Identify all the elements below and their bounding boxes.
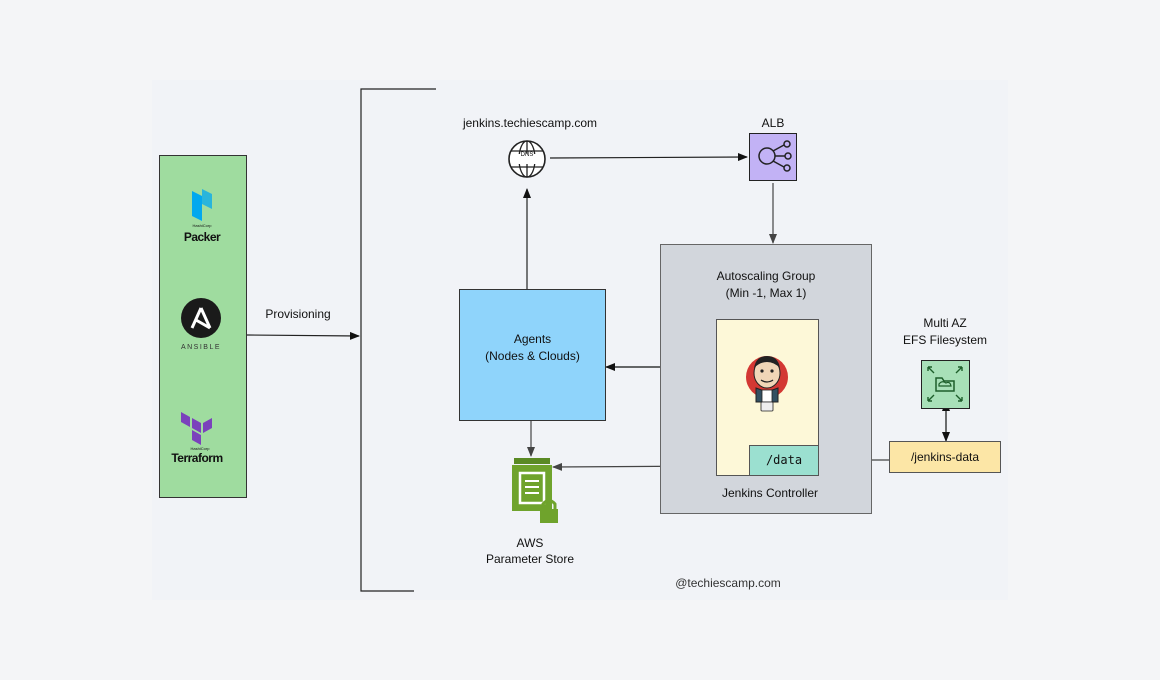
packer-vendor: HashiCorp (192, 223, 212, 228)
dns-icon-text: DNS (520, 152, 534, 158)
load-balancer-icon (758, 140, 792, 172)
dns-to-alb-arrow (549, 153, 748, 162)
agents-title: Agents (513, 332, 552, 346)
jenkins-data-box (889, 441, 1001, 473)
provisioning-label: Provisioning (265, 307, 331, 321)
jenkins-logo-icon (746, 356, 788, 412)
alb-label: ALB (761, 116, 785, 130)
asg-title: Autoscaling Group (716, 269, 816, 283)
terraform-vendor: HashiCorp (190, 446, 210, 451)
agents-box (459, 289, 606, 421)
data-volume-label: /data (765, 453, 803, 467)
dns-label: jenkins.techiescamp.com (462, 116, 598, 130)
efs-icon (921, 360, 970, 409)
efs-title: Multi AZ (923, 316, 967, 330)
packer-name: Packer (183, 230, 221, 244)
alb-box (749, 133, 797, 181)
ansible-logo-icon (181, 298, 221, 338)
parameter-store-icon (512, 458, 558, 523)
param-store-title: AWS (516, 536, 544, 550)
agents-subtitle: (Nodes & Clouds) (485, 349, 580, 363)
jenkins-controller-label: Jenkins Controller (721, 486, 819, 500)
asg-capacity: (Min -1, Max 1) (725, 286, 807, 300)
credit-text: @techiescamp.com (675, 576, 781, 590)
jenkins-data-label: /jenkins-data (910, 450, 980, 464)
terraform-logo-icon (181, 412, 212, 445)
environment-bracket (360, 88, 436, 592)
data-volume-box (749, 445, 819, 476)
provisioning-arrow (246, 331, 360, 340)
ansible-name: ANSIBLE (180, 344, 222, 351)
terraform-name: Terraform (171, 451, 223, 465)
efs-subtitle: EFS Filesystem (902, 333, 987, 347)
dns-globe-icon (508, 140, 546, 178)
packer-logo-icon (192, 189, 212, 221)
param-store-subtitle: Parameter Store (485, 552, 575, 566)
